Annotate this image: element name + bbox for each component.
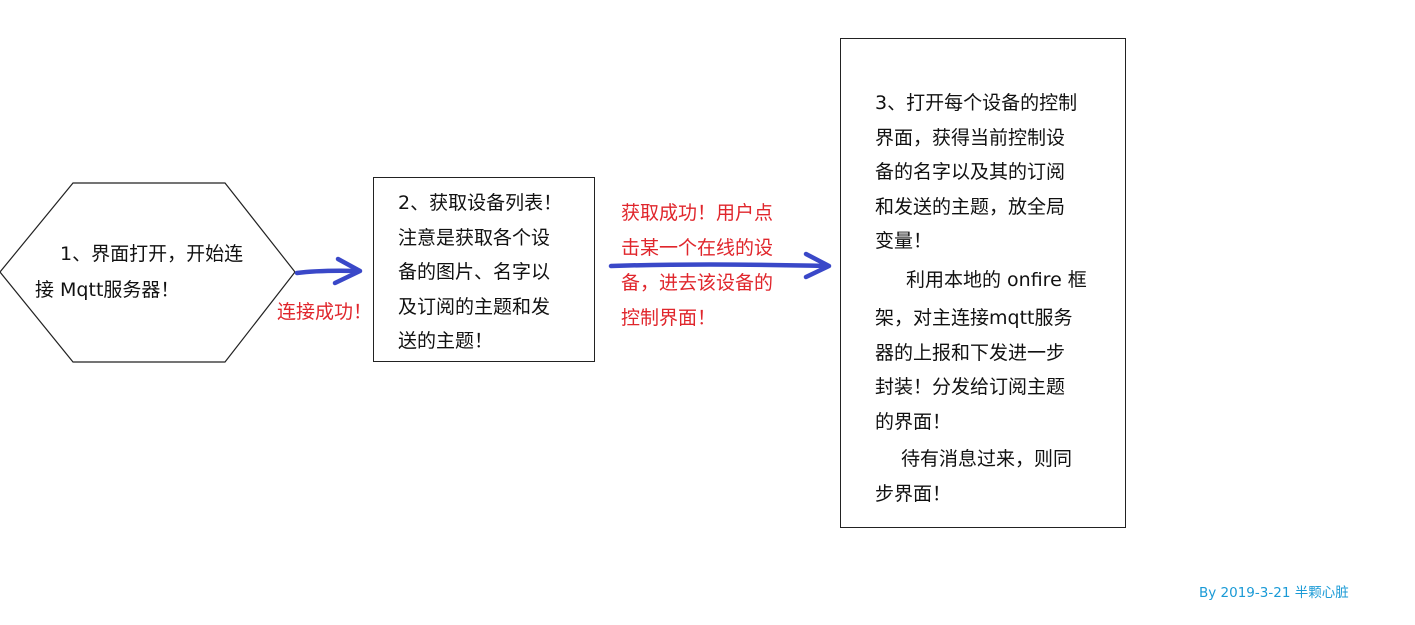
step2-line-4: 及订阅的主题和发 xyxy=(398,296,551,318)
step3-line-12: 步界面！ xyxy=(875,483,952,505)
credit-text: By 2019-3-21 半颗心脏 xyxy=(1199,585,1349,601)
edge1-arrow-head xyxy=(332,256,363,286)
edge2-label-line-3: 备，进去该设备的 xyxy=(621,272,774,294)
edge2-label-line-1: 获取成功！用户点 xyxy=(621,202,774,224)
edge1-arrow-shaft xyxy=(294,268,362,276)
step1-hexagon-shape xyxy=(0,182,296,363)
step3-line-6: 利用本地的 onfire 框 xyxy=(906,269,1087,291)
step1-line-2: 接 Mqtt服务器！ xyxy=(35,279,180,301)
edge1-label: 连接成功！ xyxy=(277,301,373,323)
step3-line-5: 变量！ xyxy=(875,230,933,252)
step3-line-7: 架，对主连接mqtt服务 xyxy=(875,307,1073,329)
step3-line-3: 备的名字以及其的订阅 xyxy=(875,161,1066,183)
step2-line-2: 注意是获取各个设 xyxy=(398,227,551,249)
step3-line-9: 封装！分发给订阅主题 xyxy=(875,376,1066,398)
edge2-arrow-shaft xyxy=(608,262,831,269)
edge2-label-line-4: 控制界面！ xyxy=(621,307,717,329)
step3-line-8: 器的上报和下发进一步 xyxy=(875,342,1066,364)
step3-line-11: 待有消息过来，则同 xyxy=(901,448,1073,470)
step3-line-10: 的界面！ xyxy=(875,411,952,433)
step3-line-1: 3、打开每个设备的控制 xyxy=(875,92,1078,114)
step1-line-1: 1、界面打开，开始连 xyxy=(60,243,244,265)
step3-line-4: 和发送的主题，放全局 xyxy=(875,196,1066,218)
step3-line-2: 界面，获得当前控制设 xyxy=(875,127,1066,149)
edge2-label-line-2: 击某一个在线的设 xyxy=(621,237,774,259)
step2-box xyxy=(373,177,595,362)
step3-box xyxy=(840,38,1126,528)
step2-line-1: 2、获取设备列表！ xyxy=(398,192,563,214)
step2-line-5: 送的主题！ xyxy=(398,330,494,352)
step2-line-3: 备的图片、名字以 xyxy=(398,261,551,283)
edge2-arrow-head xyxy=(803,251,832,280)
